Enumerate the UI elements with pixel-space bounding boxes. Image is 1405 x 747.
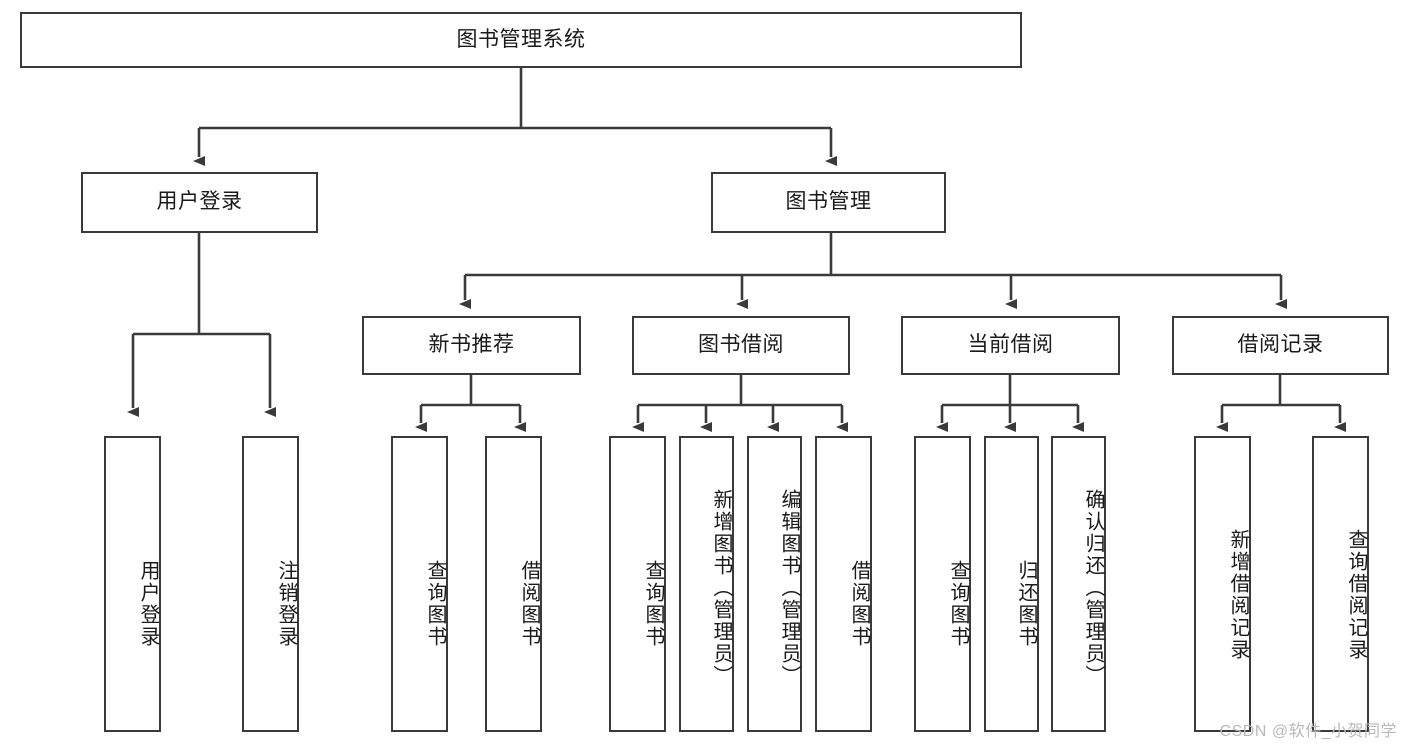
watermark-text: CSDN @软件_小贺同学 <box>1219 723 1397 740</box>
leaf-current-confirm-return-admin[interactable]: 确认归还（管理员） <box>1051 436 1106 732</box>
leaf-new-book-query[interactable]: 查询图书 <box>391 436 448 732</box>
leaf-borrow-borrow-book[interactable]: 借阅图书 <box>815 436 872 732</box>
leaf-borrow-add-book-admin[interactable]: 新增图书（管理员） <box>679 436 734 732</box>
node-book-borrow[interactable]: 图书借阅 <box>632 316 850 375</box>
leaf-record-query-borrow-record[interactable]: 查询借阅记录 <box>1312 436 1369 732</box>
leaf-user-login-signin[interactable]: 用户登录 <box>104 436 161 732</box>
node-new-book-recommend[interactable]: 新书推荐 <box>362 316 581 375</box>
node-book-management[interactable]: 图书管理 <box>711 172 946 233</box>
leaf-borrow-query-book[interactable]: 查询图书 <box>609 436 666 732</box>
node-current-borrow[interactable]: 当前借阅 <box>901 316 1120 375</box>
leaf-new-book-borrow[interactable]: 借阅图书 <box>485 436 542 732</box>
leaf-record-add-borrow-record[interactable]: 新增借阅记录 <box>1194 436 1251 732</box>
node-borrow-record[interactable]: 借阅记录 <box>1172 316 1389 375</box>
leaf-current-query-book[interactable]: 查询图书 <box>914 436 971 732</box>
node-user-login[interactable]: 用户登录 <box>81 172 318 233</box>
leaf-borrow-edit-book-admin[interactable]: 编辑图书（管理员） <box>747 436 802 732</box>
node-root[interactable]: 图书管理系统 <box>20 12 1022 68</box>
leaf-current-return-book[interactable]: 归还图书 <box>984 436 1039 732</box>
leaf-user-login-signout[interactable]: 注销登录 <box>242 436 299 732</box>
